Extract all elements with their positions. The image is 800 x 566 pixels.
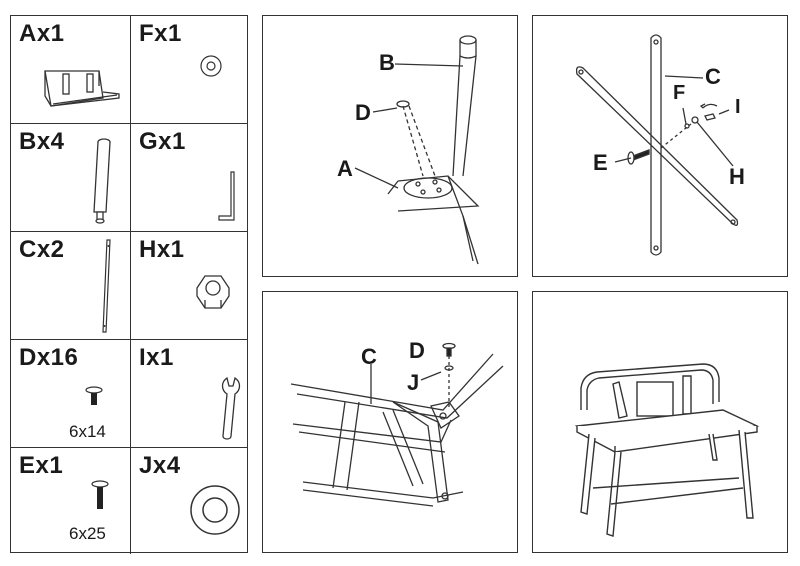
- callout-c: C: [705, 64, 721, 89]
- callout-j: J: [407, 370, 420, 395]
- cross-brace-diagram: [575, 34, 739, 256]
- part-label-e: Ex1: [19, 452, 64, 479]
- step-4-panel: [532, 291, 788, 553]
- part-label-j: Jx4: [139, 452, 181, 479]
- part-label-g: Gx1: [139, 128, 186, 155]
- part-cell-b: Bx4: [11, 124, 131, 232]
- part-cell-j: Jx4: [131, 448, 247, 554]
- part-dim-d: 6x14: [69, 422, 106, 441]
- part-label-f: Fx1: [139, 20, 182, 47]
- leg-icon: [93, 138, 111, 224]
- part-label-c: Cx2: [19, 236, 65, 263]
- part-cell-i: Ix1: [131, 340, 247, 448]
- part-cell-d: Dx16 6x14: [11, 340, 131, 448]
- part-cell-e: Ex1 6x25: [11, 448, 131, 554]
- part-label-d: Dx16: [19, 344, 79, 371]
- callout-f: F: [673, 82, 686, 104]
- part-dim-e: 6x25: [69, 524, 106, 543]
- part-cell-f: Fx1: [131, 16, 247, 124]
- rod-icon: [102, 239, 111, 333]
- part-label-b: Bx4: [19, 128, 65, 155]
- part-label-i: Ix1: [139, 344, 174, 371]
- part-cell-c: Cx2: [11, 232, 131, 340]
- brace-mount-diagram: [290, 342, 504, 507]
- washer-small-icon: [200, 55, 222, 77]
- short-bolt-icon: [85, 386, 103, 405]
- step-1-panel: B D A: [262, 15, 518, 277]
- part-cell-a: Ax1: [11, 16, 131, 124]
- wrench-icon: [221, 376, 241, 440]
- leg-attach-diagram: [354, 35, 480, 265]
- finished-bench-diagram: [574, 363, 760, 537]
- allen-key-icon: [218, 171, 235, 221]
- part-label-a: Ax1: [19, 20, 65, 47]
- part-cell-g: Gx1: [131, 124, 247, 232]
- part-cell-h: Hx1: [131, 232, 247, 340]
- callout-b: B: [379, 50, 395, 75]
- callout-d: D: [355, 100, 371, 125]
- callout-c: C: [361, 344, 377, 369]
- seat-frame-icon: [44, 70, 120, 107]
- nut-icon: [196, 275, 230, 309]
- long-bolt-icon: [91, 480, 109, 509]
- part-label-h: Hx1: [139, 236, 185, 263]
- callout-i: I: [735, 96, 741, 118]
- step-3-panel: C D J: [262, 291, 518, 553]
- step-2-panel: C F I E H: [532, 15, 788, 277]
- washer-large-icon: [190, 485, 240, 535]
- callout-h: H: [729, 164, 745, 189]
- callout-a: A: [337, 156, 353, 181]
- callout-d: D: [409, 338, 425, 363]
- parts-list: Ax1 Fx1 Bx4: [10, 15, 248, 554]
- callout-e: E: [593, 150, 608, 175]
